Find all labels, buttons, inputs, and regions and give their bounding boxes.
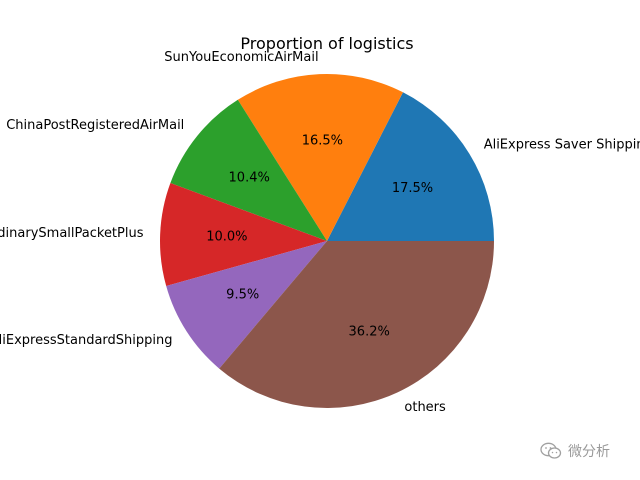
- pie-percent-labels: 17.5% 16.5% 10.4% 10.0% 9.5% 36.2%: [206, 133, 433, 339]
- pie-slice-3: [160, 183, 327, 287]
- slice-label-2: ChinaPostRegisteredAirMail: [6, 118, 184, 133]
- slice-percent-2: 10.4%: [229, 170, 270, 185]
- pie-slice-5: [219, 241, 495, 408]
- slice-label-4: AliExpressStandardShipping: [0, 333, 173, 348]
- pie-slice-2: [170, 99, 327, 241]
- pie-slice-1: [237, 74, 403, 241]
- pie-slices: [160, 74, 495, 408]
- slice-label-1: SunYouEconomicAirMail: [164, 50, 318, 65]
- slice-percent-3: 10.0%: [206, 229, 247, 244]
- watermark-text: 微分析: [568, 444, 610, 460]
- slice-percent-1: 16.5%: [302, 133, 343, 148]
- watermark: 微分析: [540, 441, 610, 461]
- wechat-icon: [540, 442, 562, 459]
- pie-labels: AliExpress Saver Shipping SunYouEconomicA…: [0, 50, 640, 415]
- slice-percent-4: 9.5%: [226, 288, 259, 303]
- slice-label-0: AliExpress Saver Shipping: [484, 138, 640, 153]
- pie-slice-4: [166, 241, 327, 369]
- slice-label-5: others: [404, 400, 446, 415]
- slice-label-3: CainiaoOrdinarySmallPacketPlus: [0, 226, 144, 241]
- slice-percent-0: 17.5%: [392, 181, 433, 196]
- slice-percent-5: 36.2%: [349, 324, 390, 339]
- chart-title: Proportion of logistics: [240, 34, 413, 53]
- pie-slice-0: [327, 92, 494, 241]
